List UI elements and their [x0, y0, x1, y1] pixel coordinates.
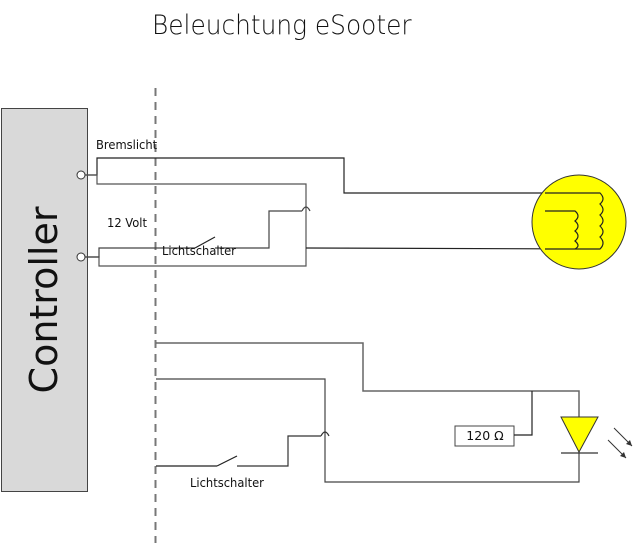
led-icon: [560, 416, 599, 454]
brake-light-label: Bremslicht: [96, 137, 158, 152]
controller-label: Controller: [22, 206, 66, 394]
switch-icon-2: [216, 455, 238, 467]
wire-brake-2: [85, 174, 307, 267]
resistor-icon: [454, 425, 515, 447]
bulb-icon: [531, 174, 627, 270]
diagram-title: Beleuchtung eSooter: [152, 10, 412, 41]
led-ray-arrow-2: [620, 452, 626, 458]
wire-led-2: [156, 378, 580, 483]
bulb-filament-2: [545, 210, 579, 250]
light-switch-label-1: Lichtschalter: [162, 243, 236, 258]
wire-brake-1: [85, 157, 565, 194]
wire-crossover-2: [320, 431, 330, 437]
light-switch-label-2: Lichtschalter: [190, 475, 264, 490]
wire-switch-out-1: [215, 210, 302, 249]
controller-box: [1, 108, 88, 492]
wire-switch-out-2: [237, 435, 321, 467]
voltage-label: 12 Volt: [107, 215, 148, 230]
bulb-filament-1: [545, 192, 604, 250]
terminal-icon-12v: [76, 252, 86, 262]
led-ray-arrow-1: [626, 440, 632, 446]
wire-resistor-out: [514, 391, 533, 436]
wire-led-supply: [156, 342, 580, 418]
wire-crossover-1: [301, 206, 311, 212]
terminal-icon-brake: [76, 170, 86, 180]
switch-icon-1: [194, 236, 216, 249]
resistor-label: 120 Ω: [466, 428, 504, 443]
wire-12v-1: [85, 247, 195, 258]
